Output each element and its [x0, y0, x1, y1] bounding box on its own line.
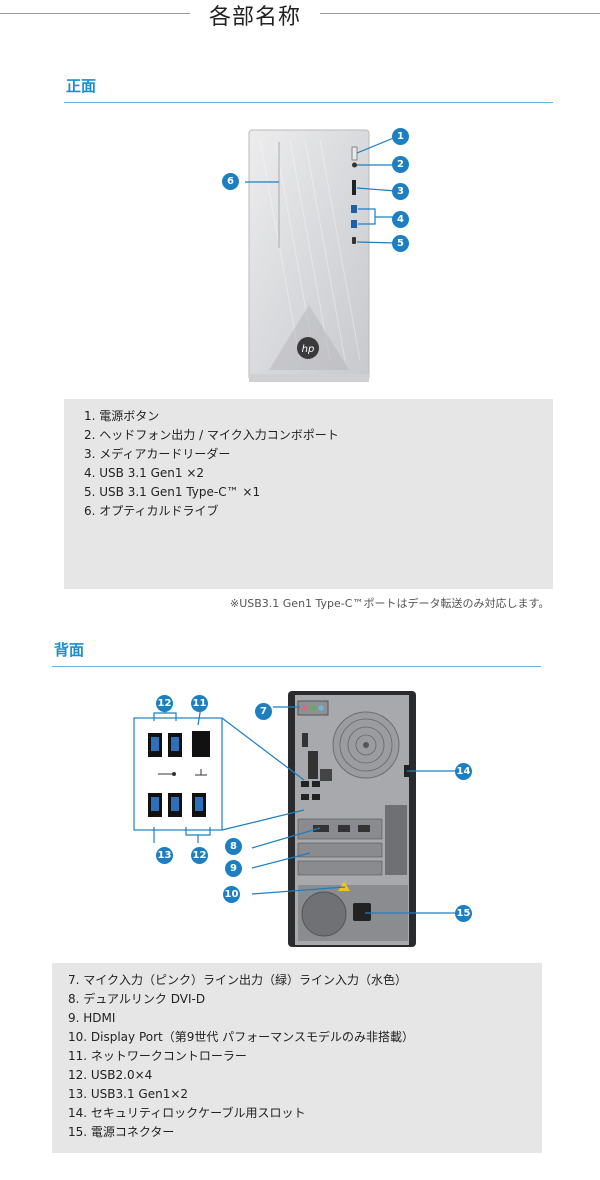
front-note: ※USB3.1 Gen1 Type-C™ポートはデータ転送のみ対応します。 [230, 597, 550, 610]
back-callout-badge: 10 [223, 886, 240, 903]
front-callout-badge: 3 [392, 183, 409, 200]
pc-front-illustration: hp [245, 129, 397, 382]
back-callout-badge: 8 [225, 838, 242, 855]
list-item: 10. Display Port（第9世代 パフォーマンスモデルのみ非搭載） [68, 1030, 414, 1044]
back-callout-badge: 7 [255, 703, 272, 720]
list-item: 3. メディアカードリーダー [84, 447, 231, 461]
front-callout-badge: 5 [392, 235, 409, 252]
list-item: 8. デュアルリンク DVI-D [68, 992, 206, 1006]
list-item: 2. ヘッドフォン出力 / マイク入力コンボポート [84, 428, 339, 442]
front-callout-badge: 4 [392, 211, 409, 228]
network-icon [195, 769, 207, 776]
front-callout-badge: 6 [222, 173, 239, 190]
list-item: 12. USB2.0×4 [68, 1068, 153, 1082]
title-divider-right [320, 13, 600, 14]
back-parts-list-box: 7. マイク入力（ピンク）ライン出力（緑）ライン入力（水色） 8. デュアルリン… [52, 963, 542, 1153]
back-heading: 背面 [54, 641, 85, 659]
back-callout-badge: 13 [156, 847, 173, 864]
list-item: 13. USB3.1 Gen1×2 [68, 1087, 189, 1101]
back-callout-badge: 12 [156, 695, 173, 712]
back-callout-badge: 12 [191, 847, 208, 864]
title-divider-left [0, 13, 190, 14]
list-item: 6. オプティカルドライブ [84, 504, 219, 518]
back-heading-underline [52, 666, 541, 667]
hp-logo-icon: hp [302, 344, 315, 355]
usb-icon [158, 772, 176, 776]
list-item: 11. ネットワークコントローラー [68, 1049, 247, 1063]
front-parts-list: 1. 電源ボタン 2. ヘッドフォン出力 / マイク入力コンボポート 3. メデ… [64, 399, 553, 521]
front-callout-badge: 2 [392, 156, 409, 173]
page-title: 各部名称 [208, 5, 301, 30]
back-callout-badge: 11 [191, 695, 208, 712]
front-heading-underline [64, 102, 553, 103]
back-callout-badge: 15 [455, 905, 472, 922]
back-figure: 7 8 9 10 11 12 12 13 14 15 [120, 685, 490, 950]
list-item: 9. HDMI [68, 1011, 116, 1025]
list-item: 7. マイク入力（ピンク）ライン出力（緑）ライン入力（水色） [68, 973, 408, 987]
front-parts-list-box: 1. 電源ボタン 2. ヘッドフォン出力 / マイク入力コンボポート 3. メデ… [64, 399, 553, 589]
back-callout-badge: 14 [455, 763, 472, 780]
list-item: 14. セキュリティロックケーブル用スロット [68, 1106, 306, 1120]
list-item: 5. USB 3.1 Gen1 Type-C™ ×1 [84, 485, 261, 499]
page-title-row: 各部名称 [0, 0, 600, 32]
front-heading: 正面 [66, 77, 97, 95]
back-callout-badge: 9 [225, 860, 242, 877]
back-parts-list: 7. マイク入力（ピンク）ライン出力（緑）ライン入力（水色） 8. デュアルリン… [52, 963, 542, 1142]
list-item: 15. 電源コネクター [68, 1125, 175, 1139]
list-item: 1. 電源ボタン [84, 409, 160, 423]
front-figure: hp 1 2 3 4 5 6 [200, 120, 430, 390]
pc-back-illustration [133, 691, 456, 947]
front-callout-badge: 1 [392, 128, 409, 145]
list-item: 4. USB 3.1 Gen1 ×2 [84, 466, 205, 480]
